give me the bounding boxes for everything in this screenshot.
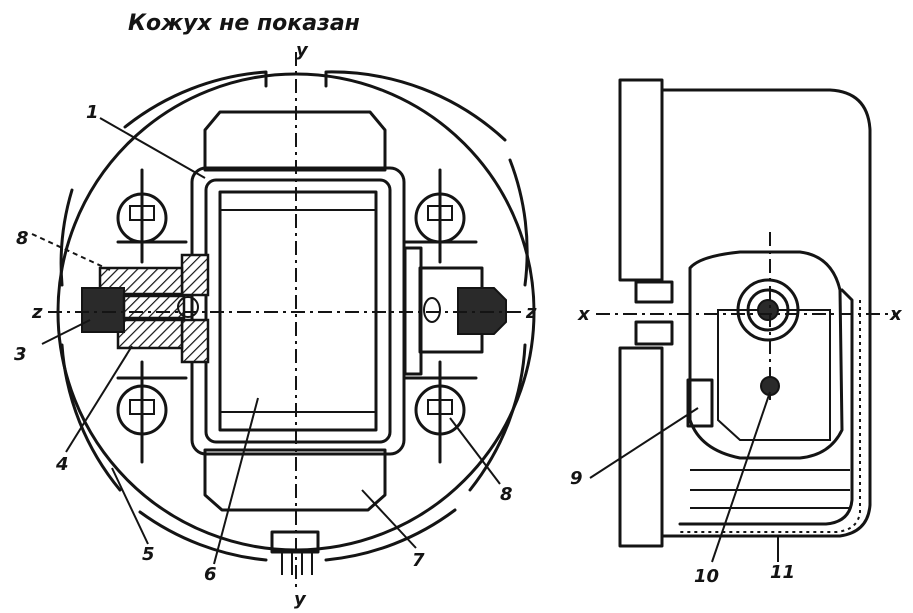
mount-plate-lower <box>618 346 664 548</box>
x-axis-label-right: x <box>889 304 903 325</box>
outer-band-top-left <box>123 70 268 129</box>
leader-8-right <box>449 417 501 485</box>
core-top-cap <box>203 110 387 172</box>
pivot-outer <box>736 278 800 342</box>
outer-band-left <box>59 188 74 287</box>
leader-8-left <box>31 233 111 271</box>
leader-7 <box>361 489 417 549</box>
plunger-rod-lower <box>634 320 674 346</box>
lever-bracket <box>686 378 714 428</box>
leader-3 <box>41 319 91 345</box>
housing-inner-wall <box>678 288 854 526</box>
housing-wall-hatch <box>680 300 861 533</box>
outer-band-bottom-left <box>138 510 268 562</box>
coil-frame-inner <box>204 178 392 444</box>
side-view: x x 9 10 11 <box>570 78 903 587</box>
leader-5 <box>111 467 149 545</box>
stud-top-right <box>402 168 478 264</box>
outer-band-right-lower <box>468 343 527 492</box>
callout-5: 5 <box>142 544 155 565</box>
lower-shading <box>690 469 850 509</box>
leader-10 <box>711 391 771 563</box>
leader-1 <box>99 117 206 179</box>
leader-4 <box>65 345 133 453</box>
callout-4: 4 <box>55 454 69 475</box>
screw-head <box>177 296 199 318</box>
pivot-inner <box>757 299 779 321</box>
y-axis-label-top: y <box>296 40 309 61</box>
stud-bottom-left <box>116 360 188 464</box>
lever-inner <box>717 309 831 441</box>
left-clamp-upper <box>180 253 210 297</box>
housing-outline <box>660 88 872 538</box>
left-clamp-lower <box>180 318 210 364</box>
plunger-rod-upper <box>634 280 674 304</box>
callout-11: 11 <box>770 562 795 583</box>
callout-8-right: 8 <box>500 484 513 505</box>
callout-8-left: 8 <box>16 228 29 249</box>
right-pin <box>423 297 441 323</box>
y-axis-label-bottom: y <box>294 589 307 610</box>
screw-nut <box>81 287 125 333</box>
lever-body <box>688 250 844 460</box>
outer-band-right <box>508 158 529 287</box>
z-axis-label-left: z <box>31 302 43 323</box>
front-view: y y z z 1 8 3 4 5 6 7 8 <box>14 40 537 610</box>
leader-9 <box>589 407 699 479</box>
drawing-caption: Кожух не показан <box>128 11 360 36</box>
pivot-middle <box>746 288 790 332</box>
outer-band-left-lower <box>60 343 122 492</box>
callout-1: 1 <box>86 102 99 123</box>
x-axis-label-left: x <box>577 304 591 325</box>
outer-band-top-right <box>324 70 507 142</box>
callout-10: 10 <box>694 566 719 587</box>
callout-7: 7 <box>412 550 425 571</box>
callout-6: 6 <box>204 564 217 585</box>
z-axis-label-right: z <box>525 302 537 323</box>
callout-9: 9 <box>570 468 583 489</box>
stud-top-left <box>116 168 188 264</box>
screw-body-lower <box>116 318 184 350</box>
mount-plate-upper <box>618 78 664 282</box>
callout-3: 3 <box>14 344 27 365</box>
stud-bottom-right <box>402 360 478 464</box>
core-bottom-cap <box>203 448 387 512</box>
outer-band-bottom-right <box>324 508 457 562</box>
leader-6 <box>213 397 259 565</box>
screw-shaft <box>122 294 186 320</box>
